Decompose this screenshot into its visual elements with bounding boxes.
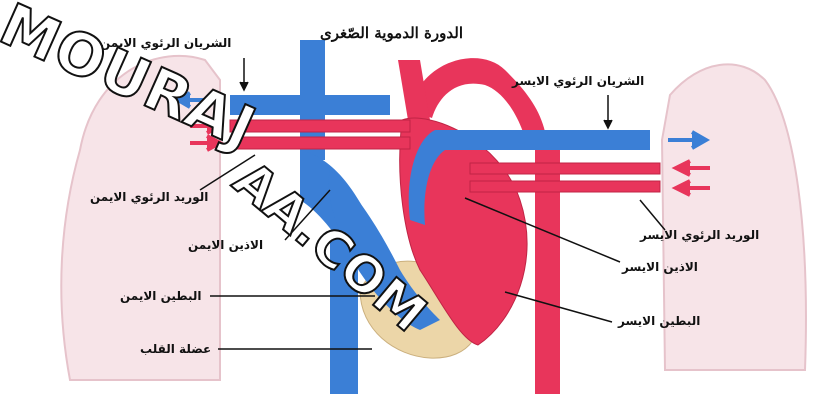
- label-left-pulmonary-artery: الشريان الرئوي الايسر: [512, 74, 644, 88]
- leader-left-pulmonary-artery-head: [604, 120, 612, 128]
- label-right-atrium: الاذين الايمن: [188, 238, 263, 252]
- left-pulmonary-vein-2: [470, 181, 660, 192]
- label-right-pulmonary-vein: الوريد الرئوي الايمن: [90, 190, 208, 204]
- label-heart-muscle: عضلة القلب: [140, 342, 211, 356]
- diagram-title: الدورة الدموية الصّغرى: [320, 24, 463, 42]
- label-left-pulmonary-vein: الوريد الرئوي الايسر: [640, 228, 759, 242]
- label-right-ventricle: البطين الايمن: [120, 289, 201, 303]
- leader-left-pulmonary-vein: [640, 200, 665, 230]
- right-pulmonary-vein-1: [230, 120, 410, 132]
- right-pulmonary-vein-2: [230, 137, 410, 149]
- left-pulmonary-vein-1: [470, 163, 660, 174]
- label-left-ventricle: البطين الايسر: [618, 314, 700, 328]
- label-left-atrium: الاذين الايسر: [622, 260, 698, 274]
